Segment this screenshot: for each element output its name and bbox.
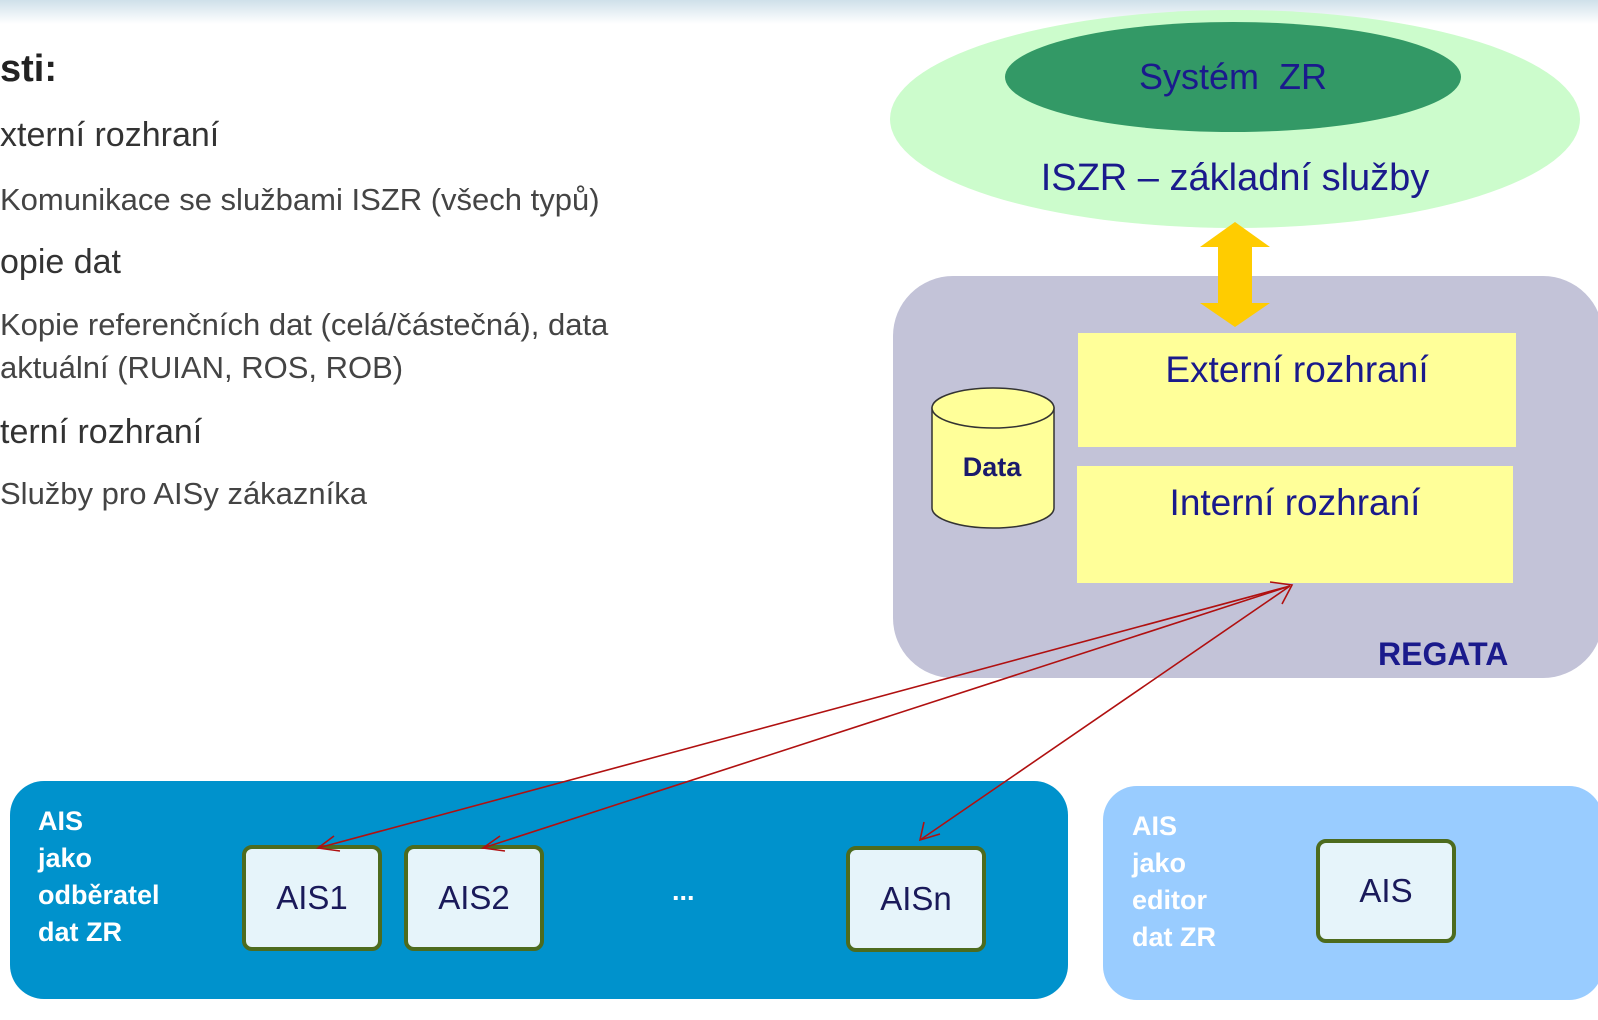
system-zr-ellipse: Systém ZR: [1005, 22, 1461, 132]
regata-label: REGATA: [1378, 636, 1509, 672]
bullet-internal-interface: terní rozhraní: [0, 413, 203, 451]
double-arrow-icon: [1200, 222, 1270, 327]
ais2-box: AIS2: [404, 845, 544, 951]
arrowhead-ais1-icon: [315, 835, 341, 852]
consumer-label-line: dat ZR: [38, 917, 122, 947]
consumer-label-line: AIS: [38, 806, 84, 836]
arrowhead-aisn-icon: [918, 821, 941, 842]
system-zr-label: Systém ZR: [1138, 56, 1327, 97]
ais1-label: AIS1: [276, 879, 348, 916]
connector-ais2: [482, 585, 1291, 849]
editor-panel-label: AIS jako editor dat ZR: [1132, 808, 1216, 956]
arrowhead-top-icon: [1269, 581, 1294, 605]
consumer-label-line: jako: [38, 843, 93, 873]
connector-lines: [315, 581, 1294, 852]
sub-bullet-iszr-communication: Komunikace se službami ISZR (všech typů): [0, 182, 600, 217]
aisn-box: AISn: [846, 846, 986, 952]
connector-ais1: [317, 585, 1291, 849]
internal-interface-label: Interní rozhraní: [1169, 482, 1421, 523]
ais2-label: AIS2: [438, 879, 510, 916]
arrowhead-ais2-icon: [480, 835, 506, 852]
editor-ais-box: AIS: [1316, 839, 1456, 943]
bullet-data-copy: opie dat: [0, 243, 121, 281]
ais1-box: AIS1: [242, 845, 382, 951]
iszr-label: ISZR – základní služby: [1040, 157, 1430, 199]
external-interface-box: Externí rozhraní: [1078, 333, 1516, 447]
editor-label-line: editor: [1132, 885, 1208, 915]
editor-label-line: jako: [1132, 848, 1187, 878]
sub-bullet-ais-services: Služby pro AISy zákazníka: [0, 476, 368, 511]
data-cylinder-icon: [931, 387, 1055, 529]
bullet-external-interface: xterní rozhraní: [0, 116, 220, 154]
editor-label-line: AIS: [1132, 811, 1178, 841]
editor-label-line: dat ZR: [1132, 922, 1216, 952]
consumer-panel-label: AIS jako odběratel dat ZR: [38, 803, 160, 951]
section-heading: sti:: [0, 48, 57, 90]
sub-bullet-reference-data-line1: Kopie referenčních dat (celá/částečná), …: [0, 307, 609, 342]
aisn-label: AISn: [880, 880, 952, 917]
consumer-label-line: odběratel: [38, 880, 160, 910]
external-interface-label: Externí rozhraní: [1165, 349, 1429, 390]
ellipsis-label: ...: [672, 876, 695, 906]
editor-ais-label: AIS: [1359, 872, 1413, 909]
internal-interface-box: Interní rozhraní: [1077, 466, 1513, 583]
data-label: Data: [962, 452, 1022, 482]
sub-bullet-reference-data-line2: aktuální (RUIAN, ROS, ROB): [0, 350, 404, 385]
connector-aisn: [919, 585, 1291, 841]
